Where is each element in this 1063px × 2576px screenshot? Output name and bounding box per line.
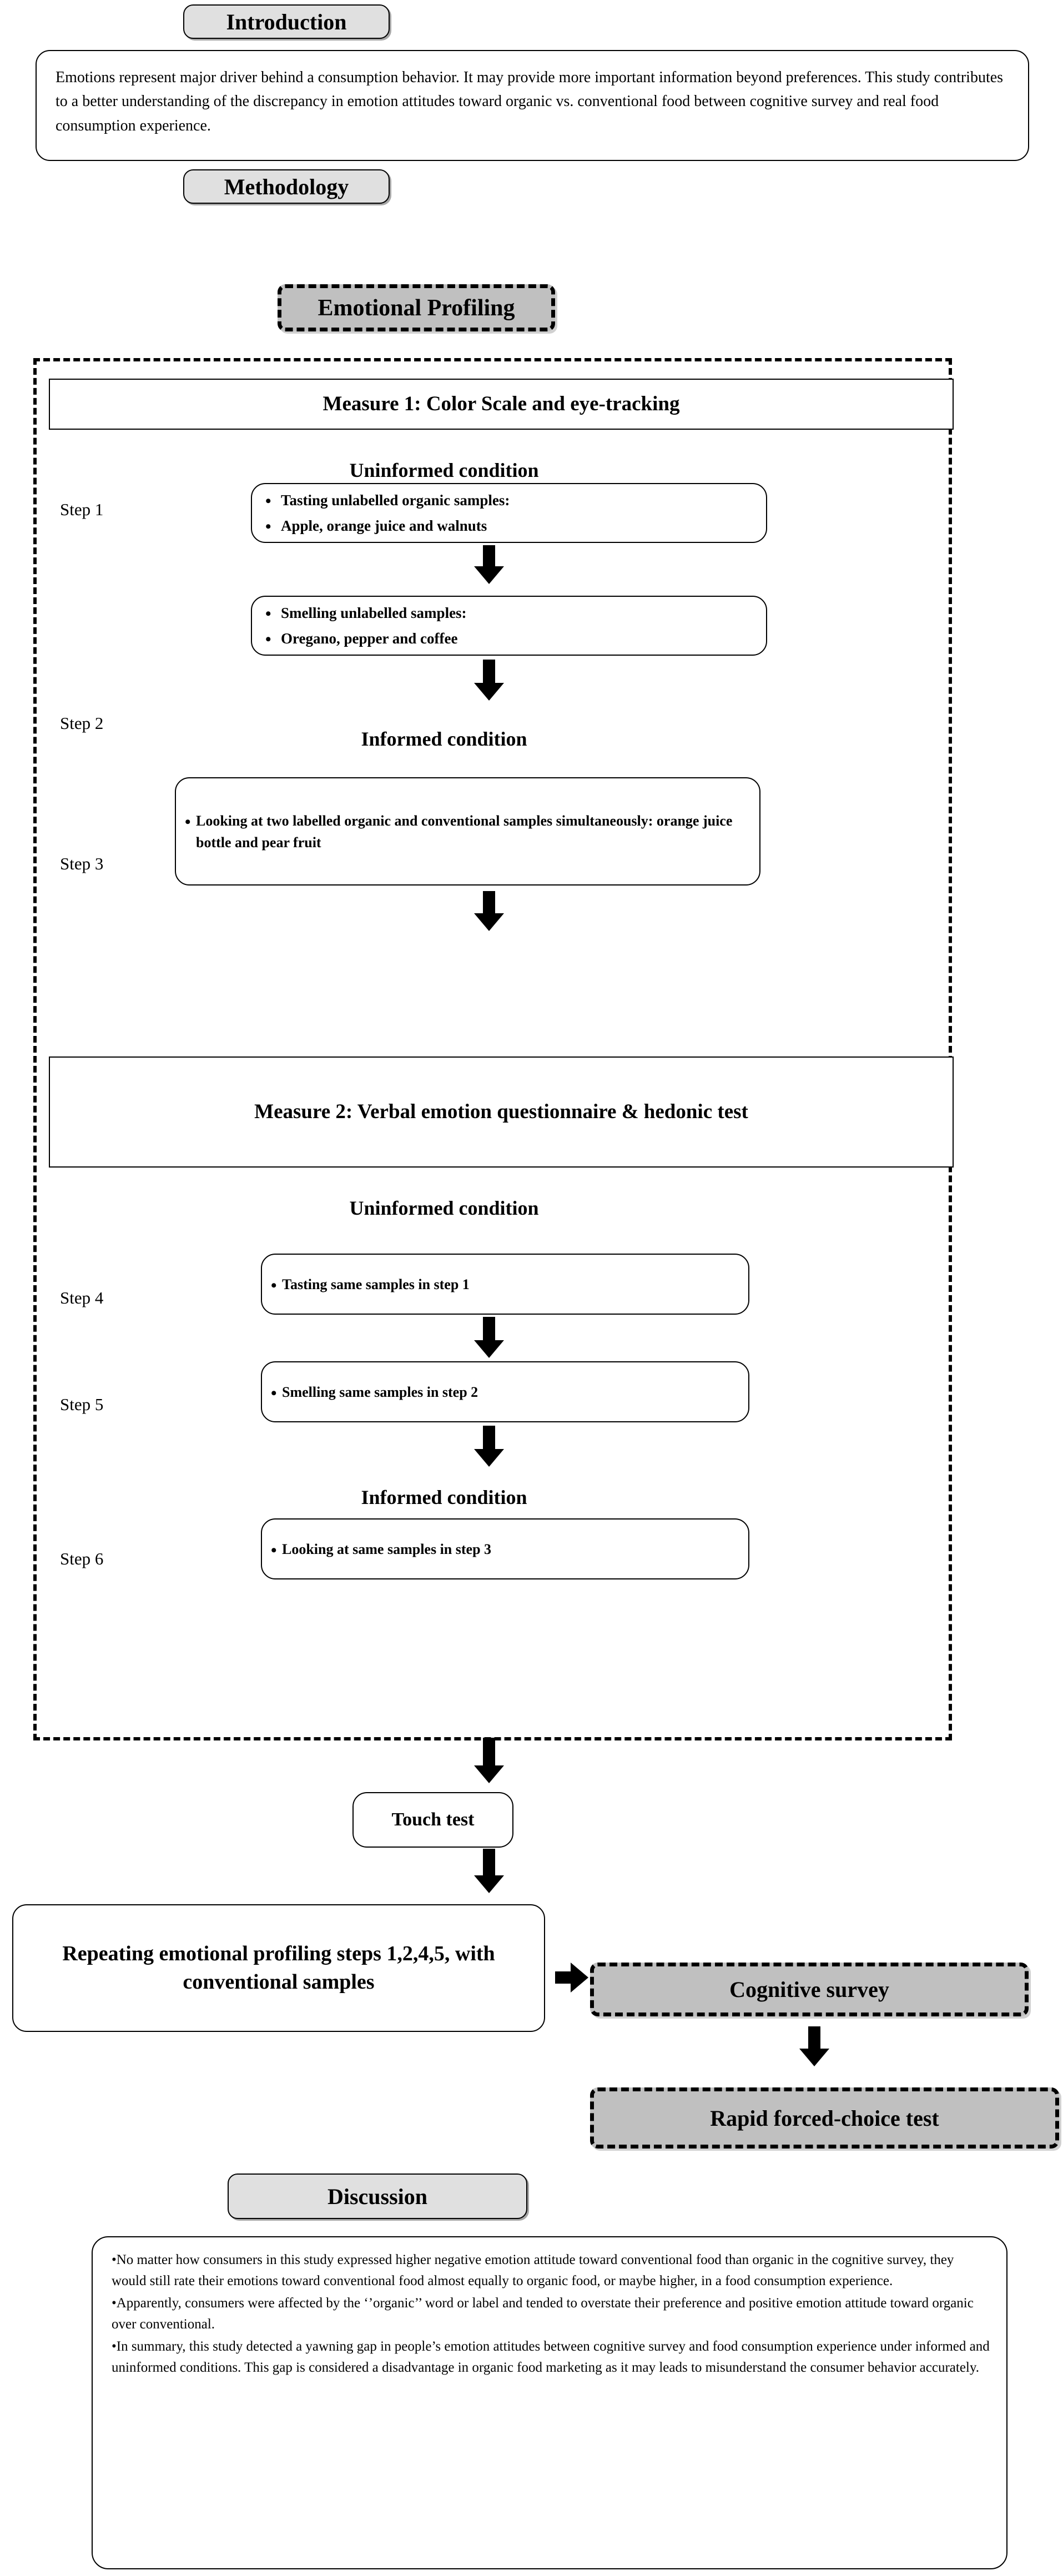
emotional-profiling-label: Emotional Profiling bbox=[318, 295, 515, 321]
introduction-header-label: Introduction bbox=[226, 9, 347, 34]
rapid-forced-choice-test-box: Rapid forced-choice test bbox=[590, 2087, 1059, 2149]
step-6-card: Looking at same samples in step 3 bbox=[261, 1518, 749, 1579]
discussion-bullet-2: •Apparently, consumers were affected by … bbox=[112, 2296, 974, 2332]
step-6-label: Step 6 bbox=[60, 1549, 104, 1568]
step-1-bullets: Tasting unlabelled organic samples: Appl… bbox=[252, 486, 520, 541]
step-1-label: Step 1 bbox=[60, 500, 104, 519]
measure-2-box: Measure 2: Verbal emotion questionnaire … bbox=[49, 1056, 954, 1168]
arrow-step2-to-informed bbox=[474, 660, 504, 701]
list-item: Smelling unlabelled samples: bbox=[265, 601, 467, 626]
section-header-introduction: Introduction bbox=[183, 4, 390, 39]
condition-label: Informed condition bbox=[361, 1486, 527, 1508]
list-item: Tasting unlabelled organic samples: bbox=[265, 489, 510, 513]
step-3-label: Step 3 bbox=[60, 854, 104, 873]
condition-label: Uninformed condition bbox=[349, 1197, 539, 1219]
list-item: Looking at same samples in step 3 bbox=[271, 1538, 491, 1563]
section-header-methodology: Methodology bbox=[183, 169, 390, 204]
step-5-label: Step 5 bbox=[60, 1395, 104, 1414]
touch-test-label: Touch test bbox=[391, 1809, 475, 1830]
condition-heading-informed-1: Informed condition bbox=[194, 727, 694, 751]
step-5-bullets: Smelling same samples in step 2 bbox=[262, 1378, 488, 1406]
touch-test-box: Touch test bbox=[352, 1792, 513, 1848]
step-3-card: Looking at two labelled organic and conv… bbox=[175, 777, 760, 886]
step-1-card: Tasting unlabelled organic samples: Appl… bbox=[251, 483, 767, 543]
introduction-body-card: Emotions represent major driver behind a… bbox=[36, 50, 1029, 161]
condition-heading-uninformed-2: Uninformed condition bbox=[194, 1196, 694, 1220]
arrow-profiling-to-touch-test bbox=[474, 1738, 504, 1783]
arrow-step3-to-measure2 bbox=[474, 891, 504, 931]
discussion-bullet-3: •In summary, this study detected a yawni… bbox=[112, 2339, 990, 2375]
list-item: Tasting same samples in step 1 bbox=[271, 1273, 470, 1298]
discussion-body-card: •No matter how consumers in this study e… bbox=[92, 2236, 1007, 2569]
condition-label: Uninformed condition bbox=[349, 459, 539, 481]
step-5-card: Smelling same samples in step 2 bbox=[261, 1361, 749, 1422]
measure-2-label: Measure 2: Verbal emotion questionnaire … bbox=[254, 1100, 748, 1123]
discussion-bullet-1: •No matter how consumers in this study e… bbox=[112, 2252, 954, 2288]
condition-heading-informed-2: Informed condition bbox=[194, 1486, 694, 1509]
step-4-bullets: Tasting same samples in step 1 bbox=[262, 1270, 480, 1299]
repeating-profiling-label: Repeating emotional profiling steps 1,2,… bbox=[62, 1941, 495, 1994]
arrow-step5-to-informed bbox=[474, 1426, 504, 1467]
step-2-label: Step 2 bbox=[60, 713, 104, 733]
list-item: Apple, orange juice and walnuts bbox=[265, 514, 510, 539]
rapid-forced-choice-test-label: Rapid forced-choice test bbox=[710, 2105, 939, 2131]
arrow-step4-to-step5 bbox=[474, 1317, 504, 1358]
section-header-discussion: Discussion bbox=[228, 2174, 527, 2219]
arrow-repeating-to-cognitive-survey bbox=[555, 1963, 588, 1993]
step-4-card: Tasting same samples in step 1 bbox=[261, 1254, 749, 1315]
step-2-card: Smelling unlabelled samples: Oregano, pe… bbox=[251, 596, 767, 656]
step-2-bullets: Smelling unlabelled samples: Oregano, pe… bbox=[252, 598, 477, 653]
measure-1-box: Measure 1: Color Scale and eye-tracking bbox=[49, 379, 954, 430]
cognitive-survey-label: Cognitive survey bbox=[729, 1977, 889, 2002]
discussion-body-text: •No matter how consumers in this study e… bbox=[93, 2237, 1006, 2389]
repeating-profiling-box: Repeating emotional profiling steps 1,2,… bbox=[12, 1904, 545, 2032]
discussion-header-label: Discussion bbox=[327, 2183, 428, 2209]
arrow-touch-test-to-repeating bbox=[474, 1849, 504, 1893]
cognitive-survey-box: Cognitive survey bbox=[590, 1963, 1029, 2016]
emotional-profiling-badge: Emotional Profiling bbox=[278, 284, 555, 331]
methodology-header-label: Methodology bbox=[224, 174, 349, 199]
list-item: Looking at two labelled organic and conv… bbox=[185, 809, 749, 853]
condition-label: Informed condition bbox=[361, 728, 527, 750]
step-6-bullets: Looking at same samples in step 3 bbox=[262, 1535, 501, 1563]
arrow-cognitive-survey-to-rapid-test bbox=[799, 2026, 829, 2066]
arrow-step1-to-step2 bbox=[474, 545, 504, 584]
list-item: Oregano, pepper and coffee bbox=[265, 627, 467, 651]
list-item: Smelling same samples in step 2 bbox=[271, 1381, 478, 1406]
condition-heading-uninformed-1: Uninformed condition bbox=[194, 459, 694, 482]
introduction-body-text: Emotions represent major driver behind a… bbox=[56, 69, 1004, 134]
step-3-bullets: Looking at two labelled organic and conv… bbox=[176, 807, 759, 857]
measure-1-label: Measure 1: Color Scale and eye-tracking bbox=[323, 392, 680, 415]
step-4-label: Step 4 bbox=[60, 1288, 104, 1307]
